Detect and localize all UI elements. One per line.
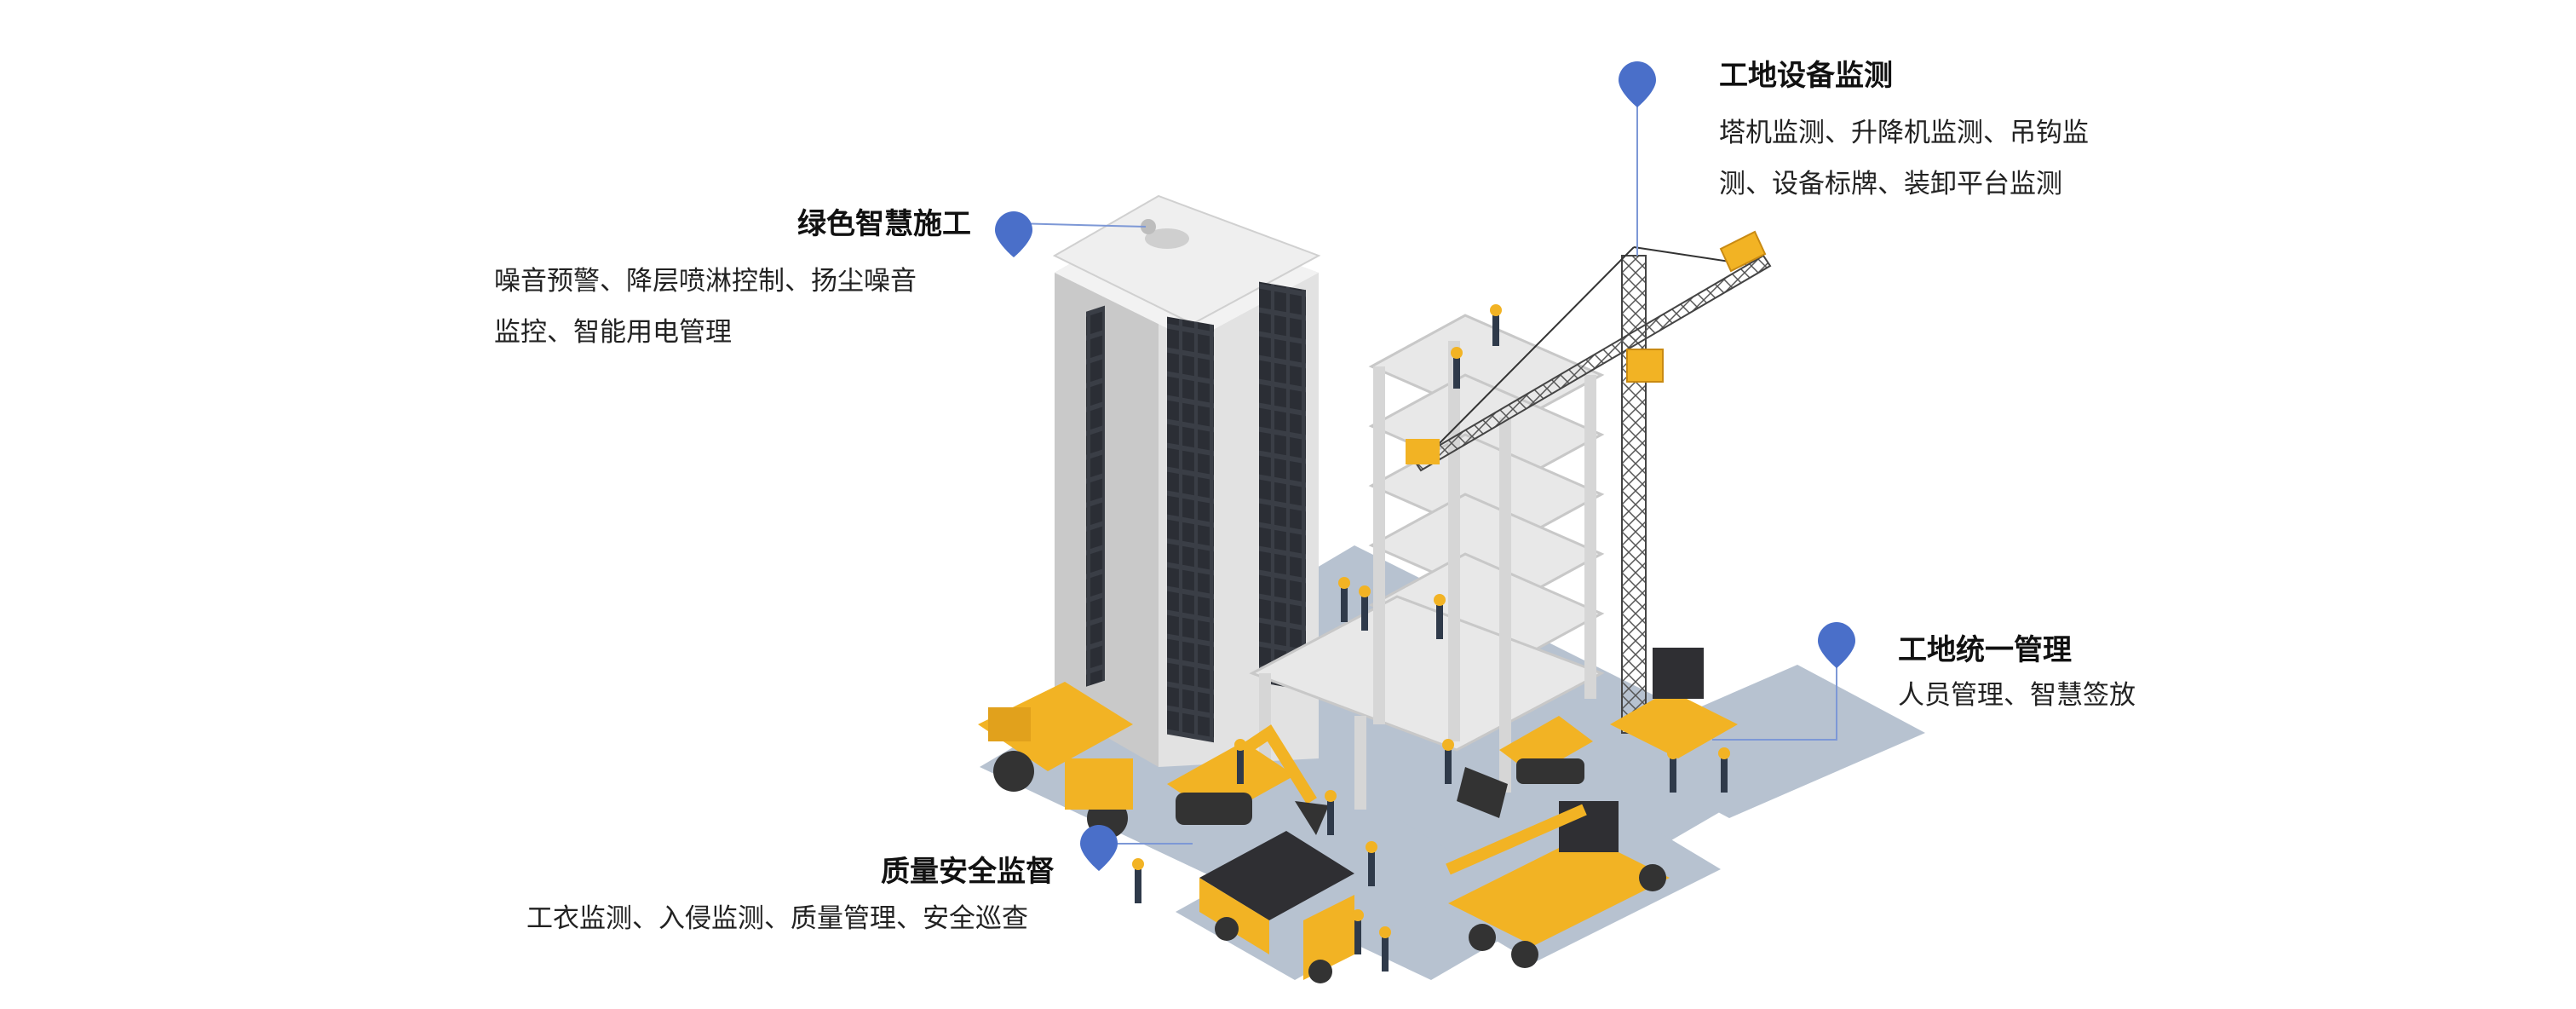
callout-green-smart-construction: 绿色智慧施工 噪音预警、降层喷淋控制、扬尘噪音 监控、智能用电管理 — [494, 205, 971, 358]
workers — [1132, 304, 1730, 972]
callout-line: 工衣监测、入侵监测、质量管理、安全巡查 — [526, 903, 1028, 934]
road-roller — [978, 682, 1133, 839]
construction-machinery — [978, 682, 1670, 983]
callout-title: 绿色智慧施工 — [797, 207, 971, 241]
mobile-crane — [1446, 801, 1670, 968]
tower-crane — [1406, 230, 1772, 758]
callout-description: 噪音预警、降层喷淋控制、扬尘噪音 监控、智能用电管理 — [494, 256, 971, 358]
location-pin-icon — [995, 211, 1032, 257]
callout-line: 塔机监测、升降机监测、吊钩监 — [1719, 118, 2089, 148]
callout-title: 质量安全监督 — [881, 855, 1055, 889]
location-pin-icon — [1818, 622, 1855, 668]
callout-line: 人员管理、智慧签放 — [1898, 680, 2136, 711]
callout-title: 工地设备监测 — [1719, 59, 1893, 93]
callout-equipment-monitoring: 工地设备监测 塔机监测、升降机监测、吊钩监 测、设备标牌、装卸平台监测 — [1719, 56, 2196, 210]
callout-description: 人员管理、智慧签放 — [1898, 670, 2375, 721]
high-rise-building — [1052, 194, 1321, 767]
callout-description: 塔机监测、升降机监测、吊钩监 测、设备标牌、装卸平台监测 — [1719, 107, 2196, 210]
callout-title: 工地统一管理 — [1898, 633, 2072, 667]
excavator — [1167, 724, 1329, 835]
callout-description: 工衣监测、入侵监测、质量管理、安全巡查 — [526, 893, 1072, 944]
callout-quality-safety: 质量安全监督 工衣监测、入侵监测、质量管理、安全巡查 — [526, 852, 1072, 944]
callout-line: 测、设备标牌、装卸平台监测 — [1719, 169, 2062, 199]
leader-lines — [1013, 85, 1837, 845]
callout-line: 噪音预警、降层喷淋控制、扬尘噪音 — [494, 266, 917, 297]
callout-line: 监控、智能用电管理 — [494, 317, 732, 348]
callout-unified-management: 工地统一管理 人员管理、智慧签放 — [1898, 631, 2375, 721]
dump-truck — [1199, 831, 1354, 983]
bulldozer — [1457, 716, 1593, 818]
location-pin-icon — [1619, 61, 1656, 107]
location-pin-icon — [1080, 825, 1118, 871]
